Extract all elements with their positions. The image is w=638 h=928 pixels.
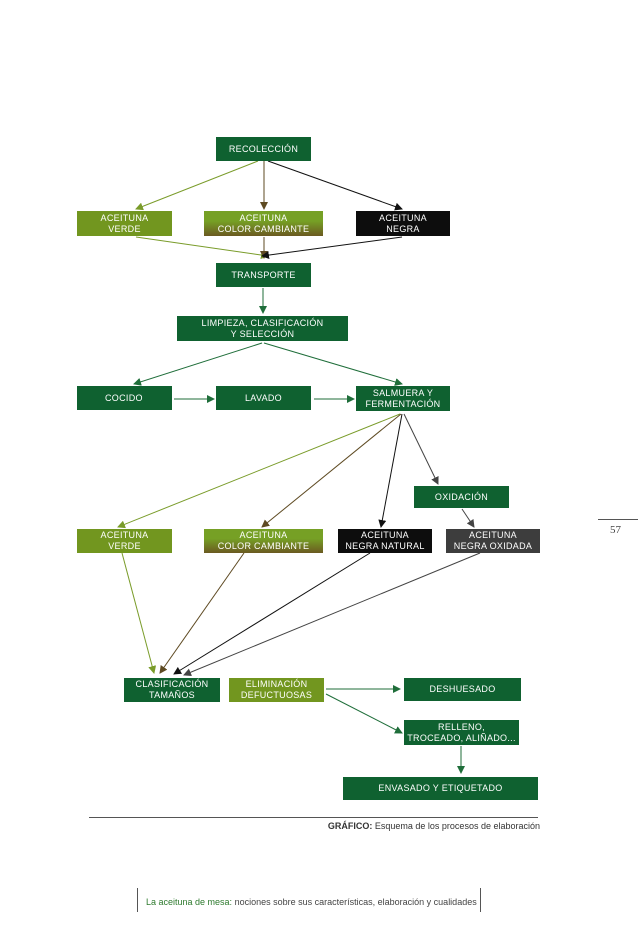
node-relleno: RELLENO, TROCEADO, ALIÑADO... bbox=[404, 720, 519, 745]
footer-right-bar bbox=[480, 888, 481, 912]
node-aceituna-verde-2: ACEITUNA VERDE bbox=[77, 529, 172, 553]
caption-rule bbox=[89, 817, 538, 818]
caption-text: Esquema de los procesos de elaboración bbox=[374, 821, 540, 831]
arrow-verde2-clasificacion bbox=[121, 552, 157, 674]
node-lavado: LAVADO bbox=[216, 386, 311, 410]
figure-caption: GRÁFICO: Esquema de los procesos de elab… bbox=[328, 821, 540, 831]
node-aceituna-negra-oxidada: ACEITUNA NEGRA OXIDADA bbox=[446, 529, 540, 553]
node-deshuesado: DESHUESADO bbox=[404, 678, 521, 701]
node-aceituna-verde: ACEITUNA VERDE bbox=[77, 211, 172, 236]
arrow-salmuera-cambiante bbox=[261, 413, 402, 528]
node-aceituna-negra-natural: ACEITUNA NEGRA NATURAL bbox=[338, 529, 432, 553]
node-transporte: TRANSPORTE bbox=[216, 263, 311, 287]
node-eliminacion: ELIMINACIÓN DEFUCTUOSAS bbox=[229, 678, 324, 702]
node-limpieza: LIMPIEZA, CLASIFICACIÓN Y SELECCIÓN bbox=[177, 316, 348, 341]
node-aceituna-color-cambiante: ACEITUNA COLOR CAMBIANTE bbox=[204, 211, 323, 236]
page-number: 57 bbox=[610, 524, 621, 536]
page-number-rule bbox=[598, 519, 638, 520]
node-cocido: COCIDO bbox=[77, 386, 172, 410]
arrow-salmuera-oxidacion bbox=[403, 413, 439, 485]
node-clasificacion: CLASIFICACIÓN TAMAÑOS bbox=[124, 678, 220, 702]
arrow-oxidada-clasificacion bbox=[183, 552, 481, 677]
arrow-limpieza-cocido bbox=[133, 342, 263, 386]
arrow-limpieza-salmuera bbox=[263, 342, 403, 386]
arrow-oxidacion-oxidada bbox=[461, 508, 475, 528]
arrow-salmuera-negra-natural bbox=[378, 413, 403, 528]
arrow-cambiante2-clasificacion bbox=[159, 552, 245, 674]
node-salmuera: SALMUERA Y FERMENTACIÓN bbox=[356, 386, 450, 411]
node-aceituna-color-cambiante-2: ACEITUNA COLOR CAMBIANTE bbox=[204, 529, 323, 553]
footer-title: La aceituna de mesa: bbox=[146, 897, 233, 907]
node-oxidacion: OXIDACIÓN bbox=[414, 486, 509, 508]
arrow-salmuera-verde bbox=[117, 413, 401, 529]
footer: La aceituna de mesa: nociones sobre sus … bbox=[146, 897, 477, 907]
node-envasado: ENVASADO Y ETIQUETADO bbox=[343, 777, 538, 800]
caption-label: GRÁFICO: bbox=[327, 821, 373, 831]
arrow-verde-transporte bbox=[135, 236, 269, 259]
footer-left-bar bbox=[137, 888, 138, 912]
arrow-recoleccion-verde bbox=[135, 160, 259, 211]
arrow-recoleccion-negra bbox=[267, 160, 403, 211]
arrow-natural-clasificacion bbox=[173, 552, 371, 675]
node-aceituna-negra: ACEITUNA NEGRA bbox=[356, 211, 450, 236]
footer-text: nociones sobre sus características, elab… bbox=[234, 897, 477, 907]
arrow-eliminacion-relleno bbox=[325, 693, 403, 734]
arrow-negra-transporte bbox=[261, 236, 403, 260]
node-recoleccion: RECOLECCIÓN bbox=[216, 137, 311, 161]
